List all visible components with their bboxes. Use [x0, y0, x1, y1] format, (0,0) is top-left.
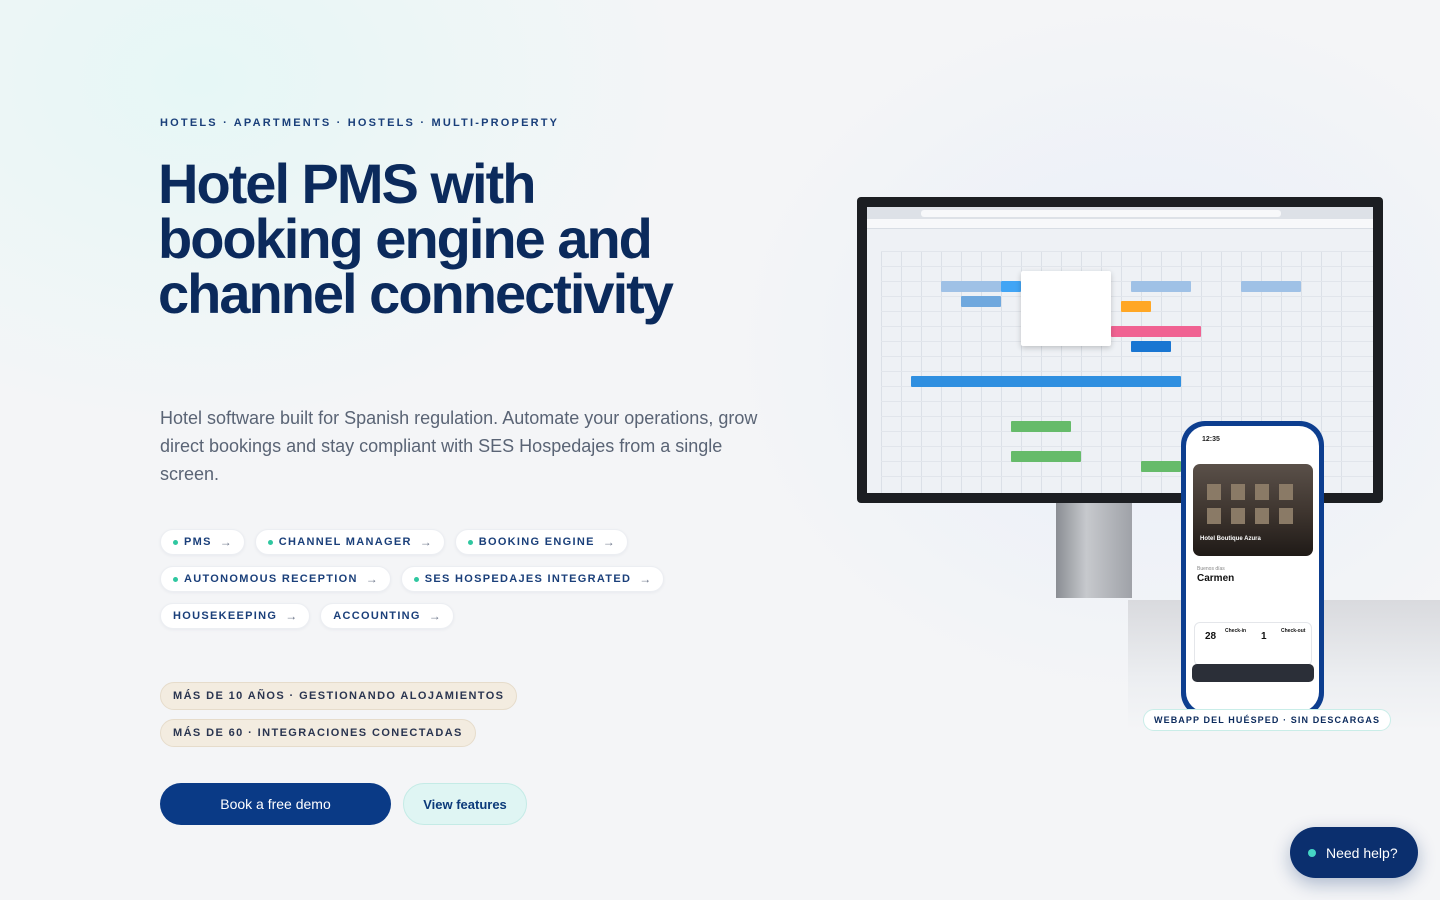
- feature-chip-accounting[interactable]: ACCOUNTING→: [320, 603, 454, 629]
- booking-bar: [1011, 451, 1081, 462]
- browser-url-bar: [921, 209, 1281, 217]
- feature-chip-pms[interactable]: PMS→: [160, 529, 245, 555]
- phone-tab-bar: [1192, 664, 1314, 682]
- guest-greeting: Buenos días: [1197, 566, 1225, 572]
- booking-bar: [1141, 461, 1181, 472]
- page-title: Hotel PMS with booking engine and channe…: [158, 152, 674, 325]
- check-out-day: 1: [1261, 631, 1267, 642]
- stay-dates-card: 28 Check-in 1 Check-out: [1194, 622, 1312, 666]
- booking-bar: [1241, 281, 1301, 292]
- arrow-right-icon: →: [285, 609, 298, 623]
- view-features-button[interactable]: View features: [403, 783, 527, 825]
- badge-integrations: MÁS DE 60 · INTEGRACIONES CONECTADAS: [160, 719, 476, 747]
- hero-eyebrow: HOTELS · APARTMENTS · HOSTELS · MULTI-PR…: [160, 117, 560, 129]
- status-dot-icon: [413, 576, 419, 582]
- monitor-mockup: [857, 197, 1383, 503]
- booking-bar: [1111, 326, 1201, 337]
- cta-row: Book a free demo View features: [160, 783, 527, 825]
- online-dot-icon: [1308, 848, 1316, 857]
- trust-badges: MÁS DE 10 AÑOS · GESTIONANDO ALOJAMIENTO…: [160, 682, 518, 756]
- booking-bar: [941, 281, 1001, 292]
- guest-name: Carmen: [1197, 573, 1235, 584]
- feature-chip-channel-manager[interactable]: CHANNEL MANAGER→: [254, 529, 445, 555]
- help-chat-button[interactable]: Need help?: [1290, 827, 1418, 878]
- check-out-label: Check-out: [1281, 628, 1306, 634]
- booking-bar: [1011, 421, 1071, 432]
- booking-calendar-grid: [881, 251, 1373, 493]
- help-label: Need help?: [1326, 844, 1398, 861]
- feature-chip-booking-engine[interactable]: BOOKING ENGINE→: [454, 529, 628, 555]
- phone-time: 12:35: [1202, 436, 1220, 443]
- status-dot-icon: [173, 539, 178, 545]
- hero-subtext: Hotel software built for Spanish regulat…: [160, 408, 758, 484]
- feature-chip-housekeeping[interactable]: HOUSEKEEPING→: [160, 603, 311, 629]
- arrow-right-icon: →: [639, 572, 652, 586]
- phone-caption: WEBAPP DEL HUÉSPED · SIN DESCARGAS: [1143, 709, 1392, 731]
- arrow-right-icon: →: [419, 535, 432, 549]
- check-in-label: Check-in: [1225, 628, 1247, 634]
- booking-bar: [1001, 281, 1021, 292]
- arrow-right-icon: →: [365, 572, 378, 586]
- status-dot-icon: [467, 539, 473, 545]
- booking-bar: [1131, 281, 1191, 292]
- arrow-right-icon: →: [602, 535, 615, 549]
- feature-chip-ses-hospedajes[interactable]: SES HOSPEDAJES INTEGRATED→: [400, 566, 665, 592]
- booking-bar: [911, 376, 1181, 387]
- arrow-right-icon: →: [428, 609, 441, 623]
- check-in-day: 28: [1205, 631, 1217, 642]
- status-dot-icon: [173, 576, 178, 582]
- feature-chip-autonomous-reception[interactable]: AUTONOMOUS RECEPTION→: [160, 566, 391, 592]
- monitor-stand: [1056, 503, 1132, 598]
- booking-popup: [1021, 271, 1111, 346]
- phone-mockup: 12:35 Hotel Boutique Azura Buenos días C…: [1181, 421, 1324, 717]
- booking-bar: [1121, 301, 1151, 312]
- guest-webapp-screen: 12:35 Hotel Boutique Azura Buenos días C…: [1186, 426, 1319, 712]
- badge-years: MÁS DE 10 AÑOS · GESTIONANDO ALOJAMIENTO…: [160, 682, 518, 710]
- status-dot-icon: [267, 539, 273, 545]
- hotel-photo: Hotel Boutique Azura: [1193, 464, 1313, 556]
- feature-chips: PMS→ CHANNEL MANAGER→ BOOKING ENGINE→ AU…: [160, 529, 680, 640]
- booking-bar: [1131, 341, 1171, 352]
- book-demo-button[interactable]: Book a free demo: [160, 783, 391, 825]
- hotel-name: Hotel Boutique Azura: [1200, 536, 1261, 542]
- booking-bar: [961, 296, 1001, 307]
- arrow-right-icon: →: [219, 535, 232, 549]
